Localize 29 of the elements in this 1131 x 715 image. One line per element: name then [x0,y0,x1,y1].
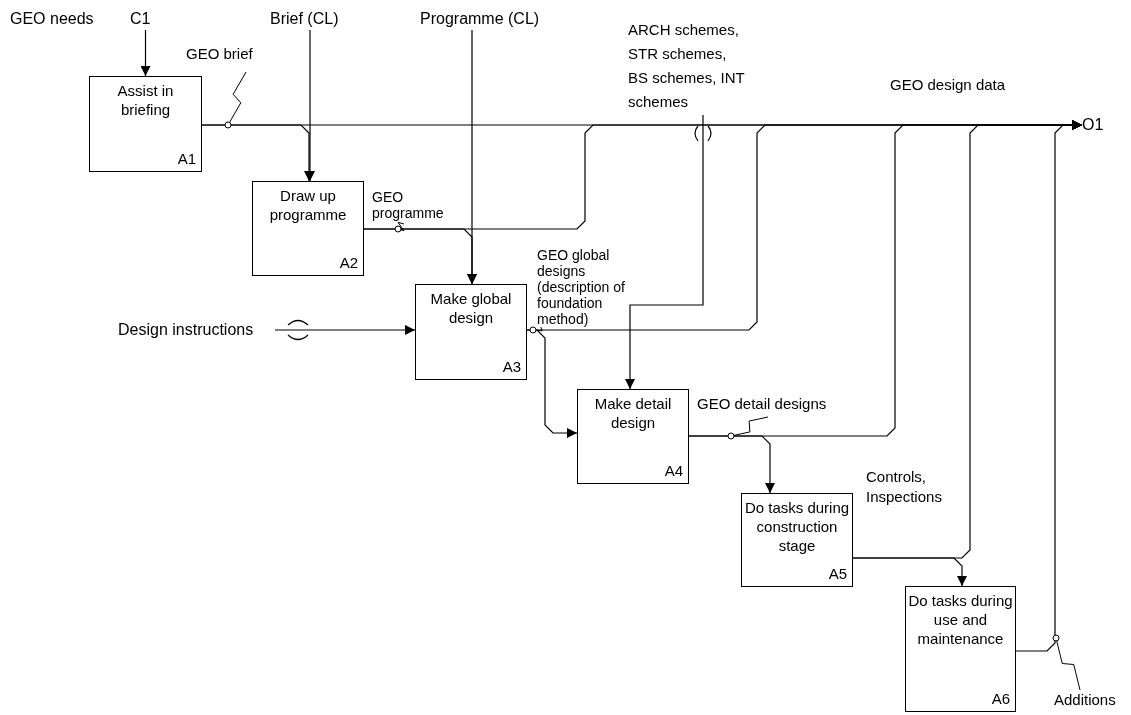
diagram-label: GEO needs [10,9,94,29]
input-label: Design instructions [118,319,275,341]
activity-box [252,181,364,276]
activity-box [89,76,202,172]
arrow [625,114,712,390]
input-label: ARCH schemes, STR schemes, BS schemes, INT schemes [628,18,746,115]
activity-box [905,586,1016,712]
activity-number: A4 [664,462,683,480]
input-label: Brief (CL) [270,8,350,30]
activity-number: A3 [502,358,521,376]
boundary-code: O1 [1082,114,1108,136]
activity-box [577,389,689,484]
boundary-code: C1 [130,8,160,30]
activity-box [415,284,527,380]
activity-number: A6 [991,690,1010,708]
arrow [140,29,151,77]
activity-name: Draw up programme [268,186,348,224]
activity-name: Make detail design [593,394,673,432]
activity-name: Make global design [429,289,513,327]
activity-name: Do tasks during use and maintenance [908,591,1013,648]
activity-number: A1 [177,150,196,168]
arrow [1015,120,1083,652]
activity-name: Assist in briefing [116,81,175,119]
activity-name: Do tasks during construction stage [744,498,850,555]
activity-box [741,493,853,587]
input-label: Programme (CL) [420,8,544,30]
arrow [274,319,416,341]
activity-number: A5 [828,565,847,583]
activity-number: A2 [339,254,358,272]
